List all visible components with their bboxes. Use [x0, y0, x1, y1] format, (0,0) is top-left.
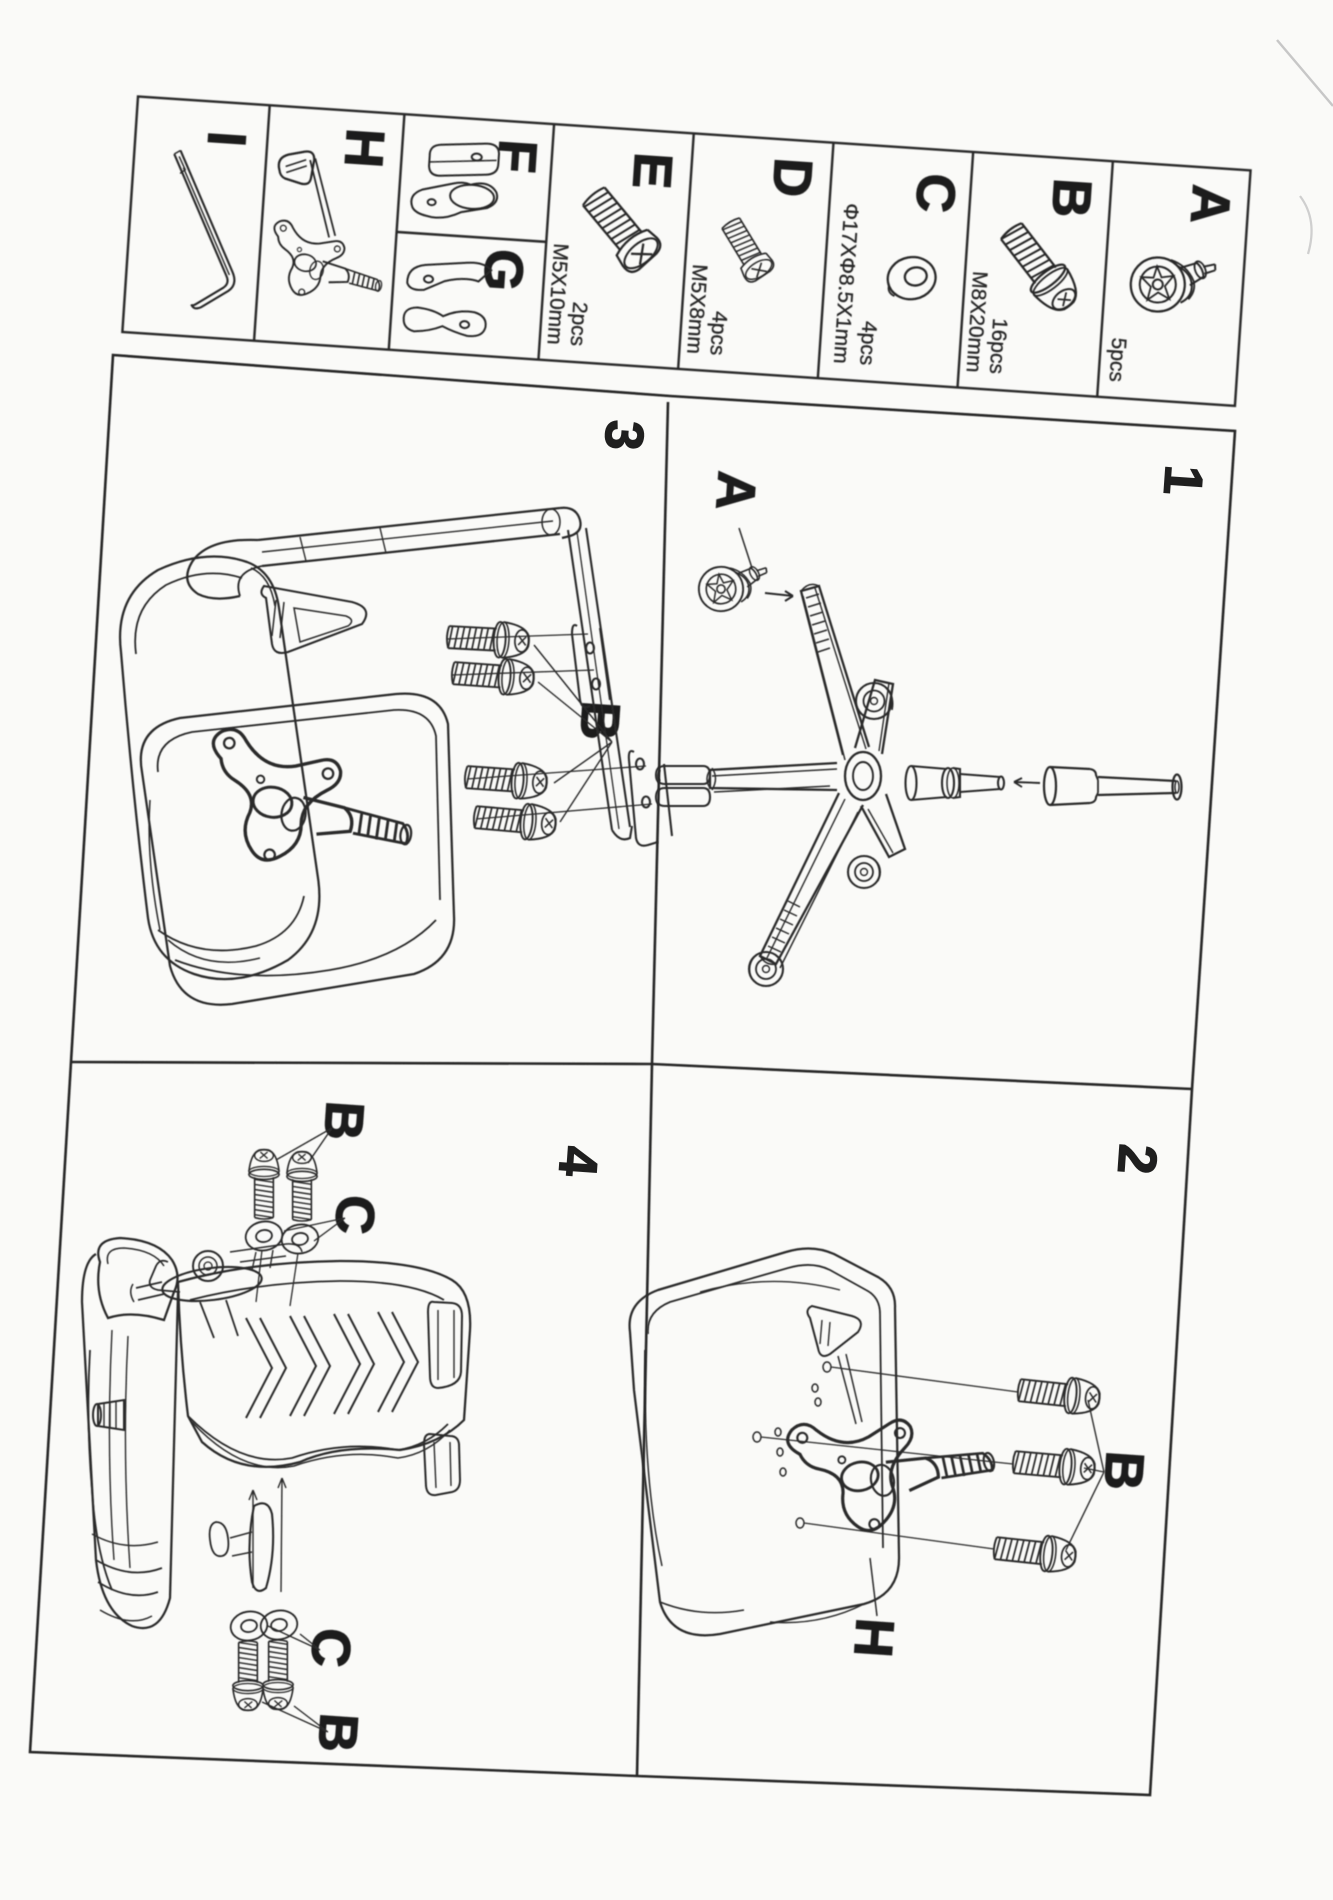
svg-text:E: E [621, 151, 683, 191]
svg-text:2pcs: 2pcs [565, 301, 591, 347]
svg-text:I: I [196, 129, 257, 148]
svg-text:B: B [306, 1711, 369, 1754]
svg-text:H: H [842, 1616, 905, 1659]
svg-text:C: C [299, 1626, 362, 1669]
svg-text:B: B [1040, 177, 1102, 220]
svg-text:A: A [704, 469, 767, 512]
svg-text:1: 1 [1152, 463, 1214, 497]
svg-text:B: B [1092, 1449, 1155, 1492]
svg-text:A: A [1179, 183, 1241, 226]
svg-text:4pcs: 4pcs [705, 310, 731, 356]
svg-text:5pcs: 5pcs [1104, 337, 1130, 383]
svg-text:H: H [333, 127, 395, 170]
svg-text:C: C [323, 1193, 386, 1236]
svg-text:B: B [312, 1099, 375, 1142]
svg-text:2: 2 [1106, 1142, 1168, 1176]
svg-text:D: D [761, 156, 823, 199]
svg-text:3: 3 [593, 418, 655, 452]
svg-text:G: G [472, 247, 535, 293]
svg-text:C: C [904, 172, 966, 215]
svg-text:4: 4 [547, 1144, 609, 1178]
svg-text:B: B [568, 699, 631, 742]
svg-text:4pcs: 4pcs [855, 320, 881, 366]
svg-text:16pcs: 16pcs [985, 317, 1012, 374]
svg-text:F: F [486, 138, 548, 175]
